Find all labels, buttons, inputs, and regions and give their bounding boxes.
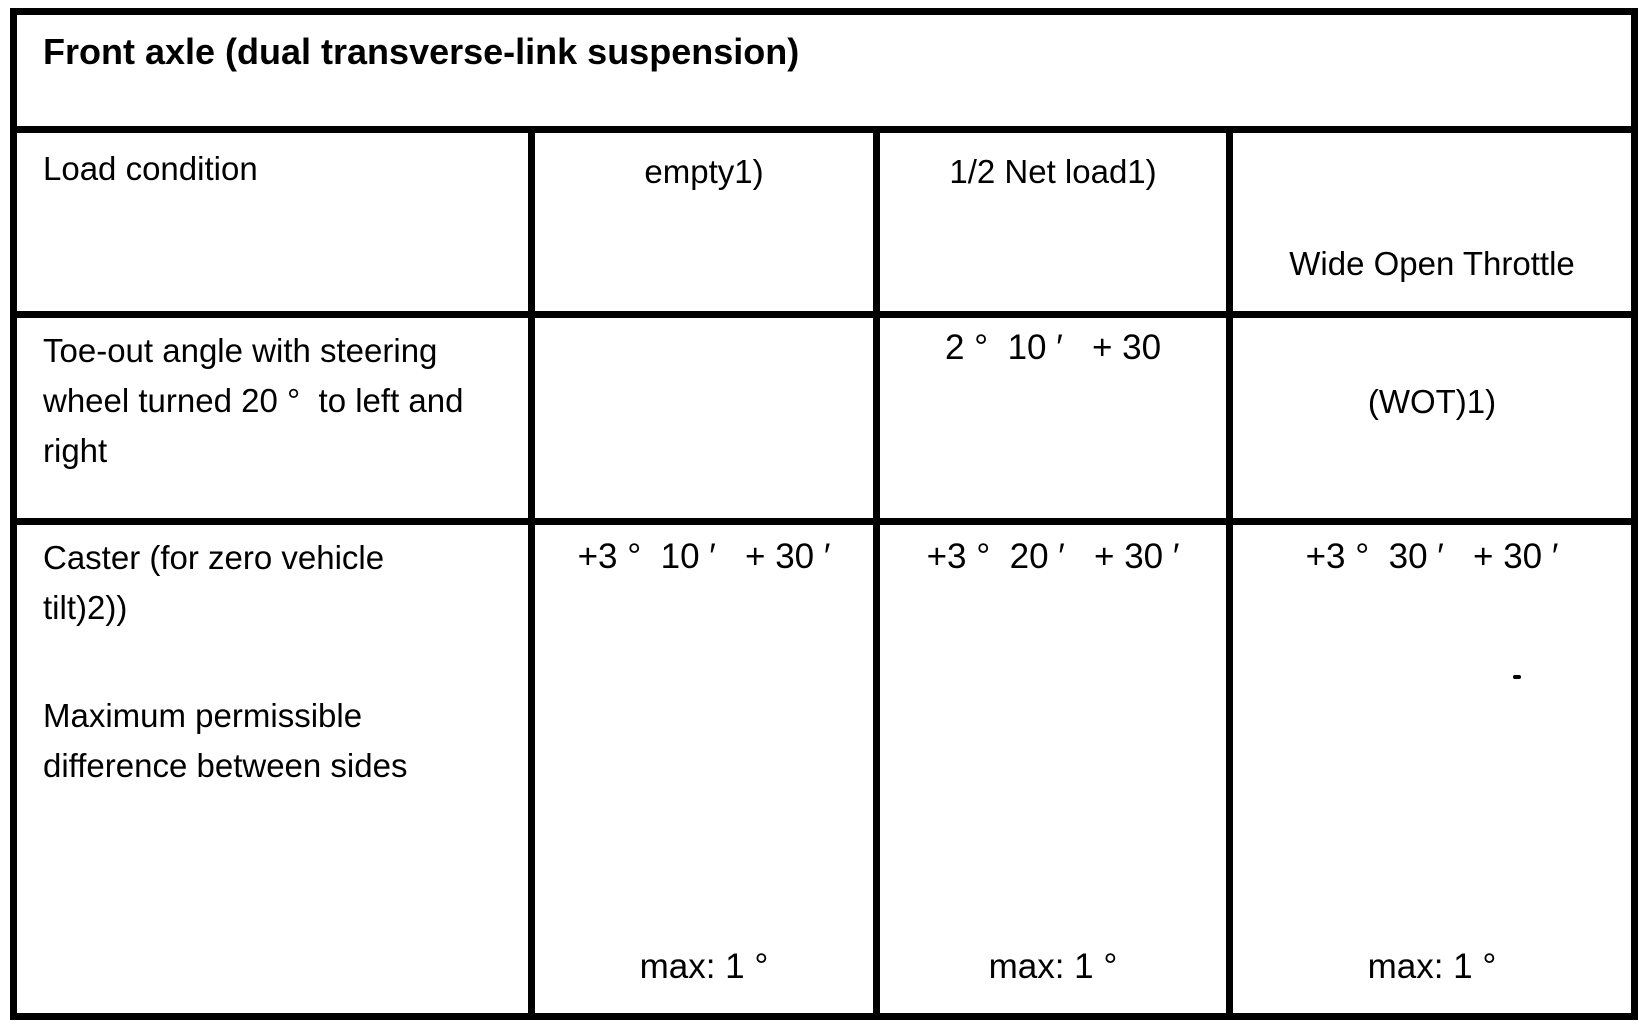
caster-half-net-load-value: +3 ° 20 ′ + 30 ′ <box>926 537 1180 576</box>
caster-half-net-load-value-cell: +3 ° 20 ′ + 30 ′ max: 1 ° <box>880 525 1233 1013</box>
toe-out-empty-value-cell <box>535 318 880 518</box>
toe-out-row: Toe-out angle with steering wheel turned… <box>17 318 1631 525</box>
header-cell-load-condition: Load condition <box>17 133 535 311</box>
header-cell-half-net-load: 1/2 Net load1) <box>880 133 1233 311</box>
caster-label-line-1: Caster (for zero vehicle <box>43 539 385 576</box>
wot-label-line-1: Wide Open Throttle <box>1289 245 1575 282</box>
wot-column-label: Wide Open Throttle (WOT)1) <box>1233 133 1631 517</box>
header-cell-empty: empty1) <box>535 133 880 311</box>
caster-wot-value: +3 ° 30 ′ + 30 ′ <box>1305 537 1559 576</box>
caster-label-line-2: tilt)2)) <box>43 589 128 626</box>
caster-wot-max: max: 1 ° <box>1367 947 1497 986</box>
toe-out-label-cell: Toe-out angle with steering wheel turned… <box>17 318 535 518</box>
wot-label-line-2: (WOT)1) <box>1367 383 1497 420</box>
half-net-load-column-label: 1/2 Net load1) <box>949 153 1157 190</box>
scan-artifact <box>1513 675 1521 679</box>
toe-out-half-net-load-value: 2 ° 10 ′ + 30 <box>944 328 1162 367</box>
toe-out-label-line-2: wheel turned 20 ° to left and <box>43 382 464 419</box>
toe-out-wot-value-cell <box>1233 318 1631 518</box>
caster-wot-value-cell: +3 ° 30 ′ + 30 ′ max: 1 ° <box>1233 525 1631 1013</box>
caster-max-diff-label-line-2: difference between sides <box>43 747 408 784</box>
header-row: Load condition empty1) 1/2 Net load1) Wi… <box>17 133 1631 420</box>
toe-out-half-net-load-value-cell: 2 ° 10 ′ + 30 <box>880 318 1233 518</box>
header-cell-wot: Wide Open Throttle (WOT)1) <box>1233 133 1631 420</box>
caster-max-diff-label-line-1: Maximum permissible <box>43 697 363 734</box>
empty-column-label: empty1) <box>644 153 764 190</box>
caster-half-net-load-max: max: 1 ° <box>988 947 1118 986</box>
caster-empty-value-cell: +3 ° 10 ′ + 30 ′ max: 1 ° <box>535 525 880 1013</box>
caster-empty-max: max: 1 ° <box>639 947 769 986</box>
load-condition-label: Load condition <box>43 150 258 187</box>
front-axle-spec-table: Front axle (dual transverse-link suspens… <box>10 8 1638 1020</box>
caster-empty-value: +3 ° 10 ′ + 30 ′ <box>577 537 831 576</box>
toe-out-label-line-1: Toe-out angle with steering <box>43 332 438 369</box>
caster-row: Caster (for zero vehicle tilt)2)) Maximu… <box>17 525 1631 1013</box>
caster-label-cell: Caster (for zero vehicle tilt)2)) Maximu… <box>17 525 535 1013</box>
toe-out-label-line-3: right <box>43 432 108 469</box>
table-title: Front axle (dual transverse-link suspens… <box>17 15 1631 133</box>
